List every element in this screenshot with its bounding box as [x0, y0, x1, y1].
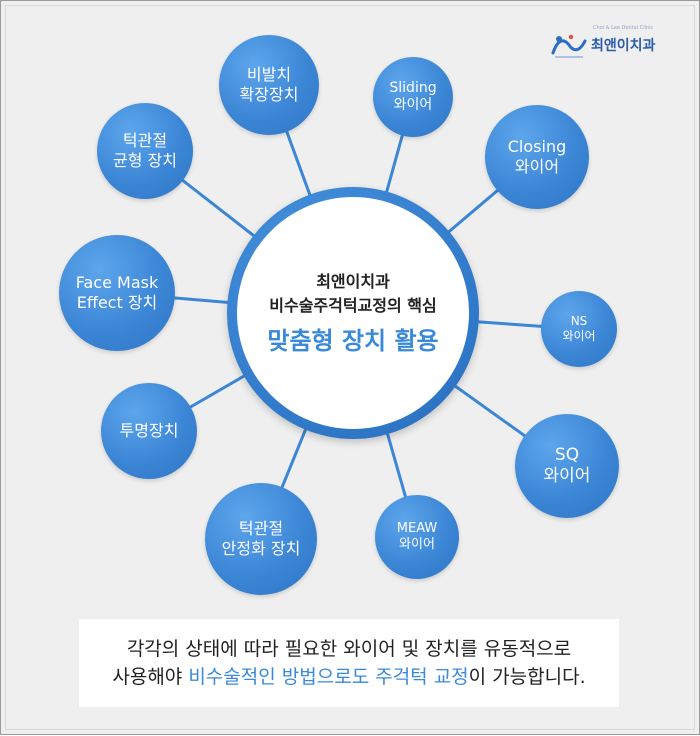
- summary-line1: 각각의 상태에 따라 필요한 와이어 및 장치를 유동적으로: [126, 637, 572, 660]
- node-balance-line2: 균형 장치: [113, 151, 177, 170]
- node-sliding: Sliding 와이어: [373, 57, 453, 137]
- node-ns: NS 와이어: [541, 291, 617, 367]
- center-hub: 최앤이치과 비수술주걱턱교정의 핵심 맞춤형 장치 활용: [237, 197, 469, 429]
- node-sq-line1: SQ: [554, 444, 580, 465]
- node-bibalchi-line2: 확장장치: [239, 85, 299, 104]
- logo-mark-icon: [551, 34, 587, 58]
- summary-line2-prefix: 사용해야: [112, 666, 189, 688]
- node-closing: Closing 와이어: [485, 105, 589, 209]
- center-clinic-name: 최앤이치과: [316, 272, 390, 292]
- center-headline: 맞춤형 장치 활용: [267, 326, 439, 355]
- clinic-logo: Choi & Lee Dental Clinic 최앤이치과: [549, 25, 656, 59]
- node-sq: SQ 와이어: [515, 414, 619, 518]
- summary-highlight: 비수술적인 방법으로도 주걱턱 교정: [188, 666, 469, 688]
- node-stabilizer: 턱관절 안정화 장치: [205, 483, 317, 595]
- node-bibalchi: 비발치 확장장치: [219, 35, 319, 135]
- node-closing-line2: 와이어: [514, 157, 560, 176]
- node-stabilizer-line1: 턱관절: [238, 519, 284, 538]
- node-ns-line2: 와이어: [562, 329, 596, 343]
- node-meaw-line1: MEAW: [396, 520, 438, 536]
- summary-box: 각각의 상태에 따라 필요한 와이어 및 장치를 유동적으로 사용해야 비수술적…: [79, 619, 619, 707]
- node-facemask: Face Mask Effect 장치: [59, 235, 175, 351]
- node-facemask-line2: Effect 장치: [76, 293, 158, 312]
- node-facemask-line1: Face Mask: [75, 273, 159, 292]
- node-clear-line1: 투명장치: [119, 421, 179, 440]
- node-closing-line1: Closing: [507, 137, 567, 156]
- logo-clinic-name: 최앤이치과: [591, 38, 656, 54]
- node-balance-line1: 턱관절: [122, 131, 168, 150]
- inner-border: [5, 5, 695, 730]
- node-meaw-line2: 와이어: [399, 537, 435, 552]
- summary-line2: 사용해야 비수술적인 방법으로도 주걱턱 교정이 가능합니다.: [112, 663, 585, 692]
- node-balance: 턱관절 균형 장치: [97, 103, 193, 199]
- node-ns-line1: NS: [570, 314, 588, 328]
- node-stabilizer-line2: 안정화 장치: [221, 539, 301, 558]
- center-subtitle: 비수술주걱턱교정의 핵심: [269, 295, 437, 315]
- node-meaw: MEAW 와이어: [375, 495, 459, 579]
- logo-english-text: Choi & Lee Dental Clinic: [593, 25, 654, 31]
- node-bibalchi-line1: 비발치: [246, 65, 292, 84]
- node-sliding-line1: Sliding: [389, 79, 437, 96]
- node-clear: 투명장치: [101, 383, 197, 479]
- node-sq-line2: 와이어: [543, 466, 591, 486]
- node-sliding-line2: 와이어: [393, 97, 433, 113]
- summary-line2-suffix: 이 가능합니다.: [468, 666, 586, 688]
